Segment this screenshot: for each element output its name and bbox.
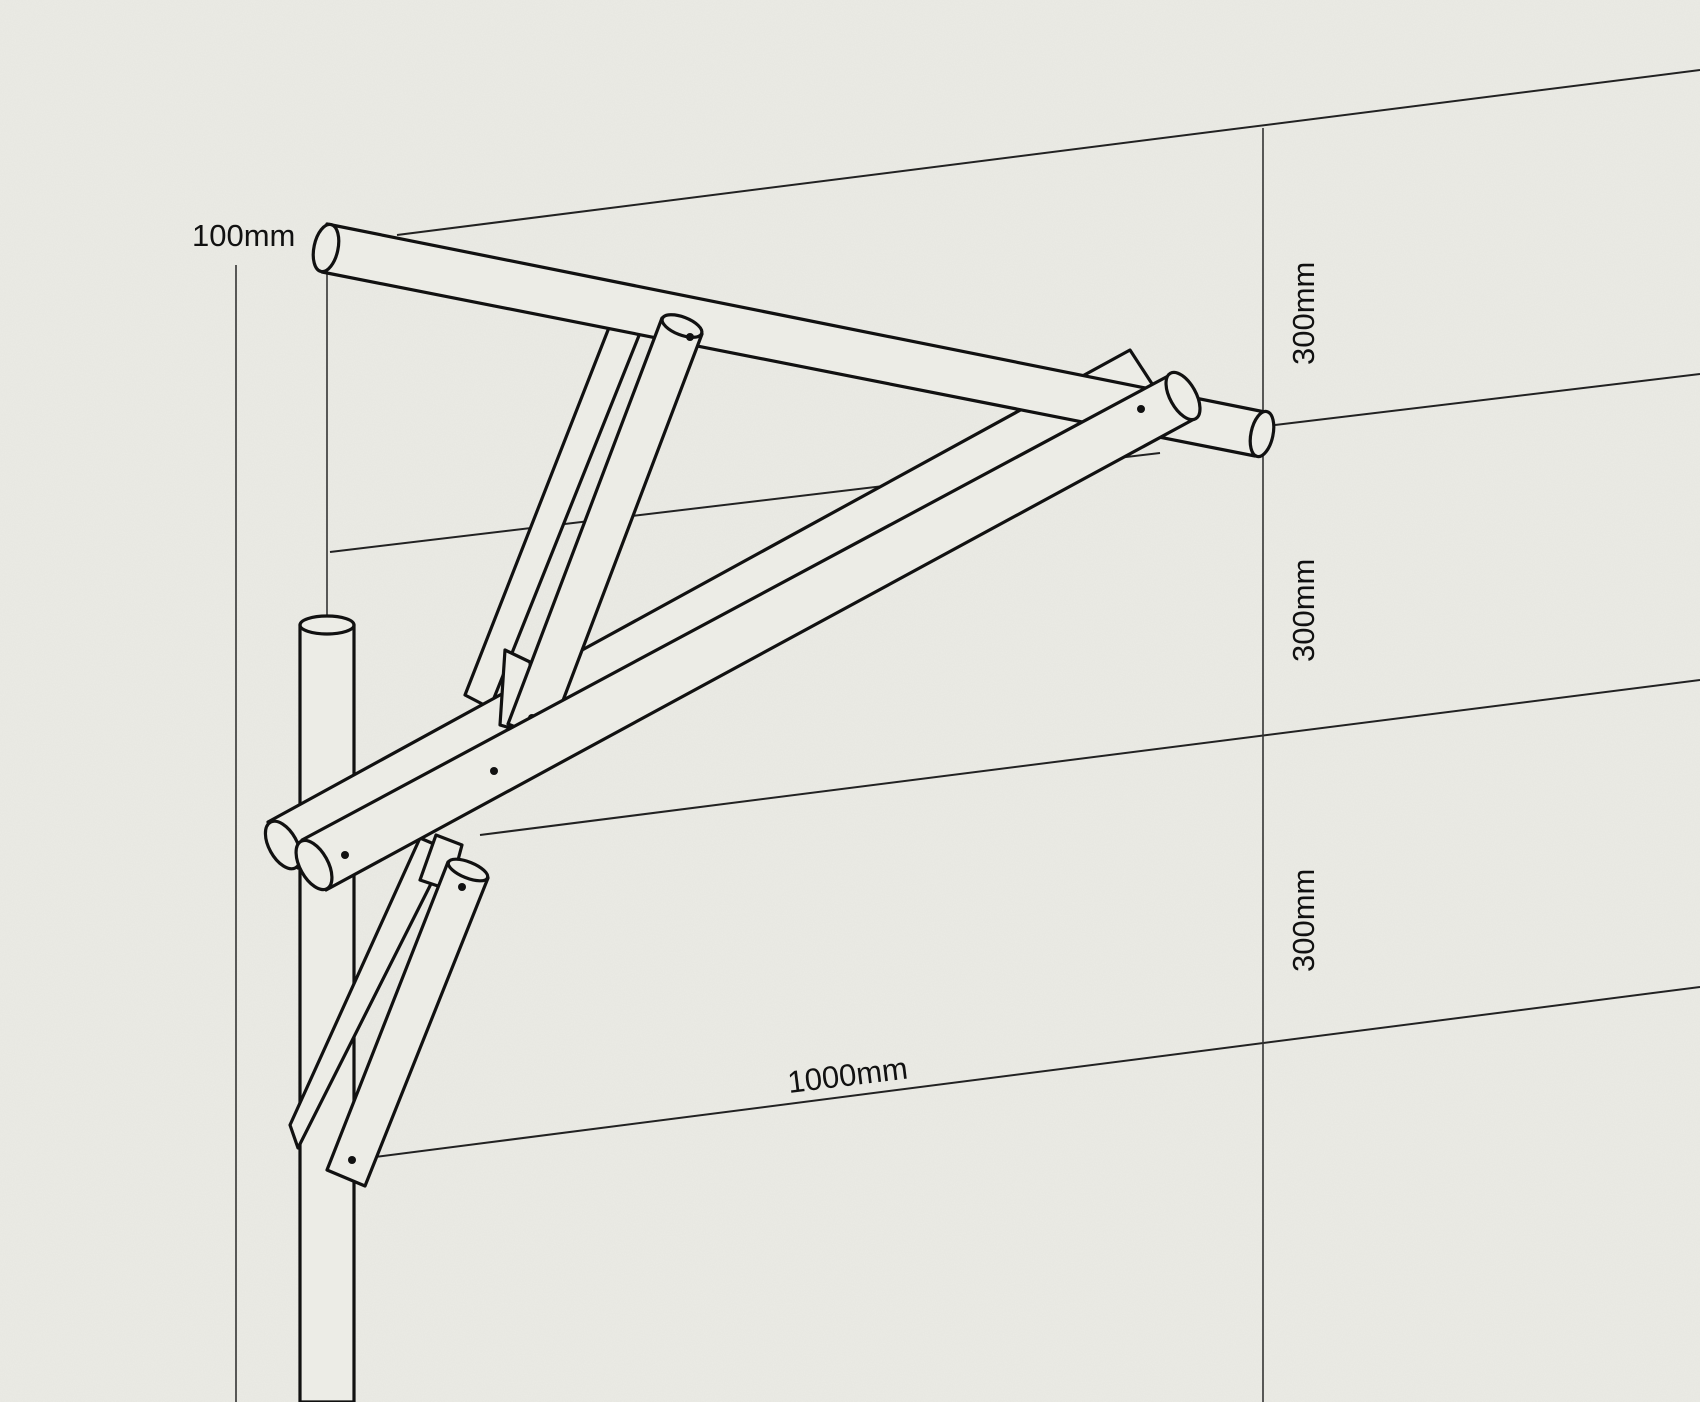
bolt-lower-brace-bottom (348, 1156, 356, 1164)
wire-line-3 (479, 679, 1700, 836)
lower-brace-front (325, 833, 490, 1188)
bolt-arm-near (341, 851, 349, 859)
label-spacing-middle: 300mm (1286, 559, 1321, 662)
upper-brace-top-end (660, 313, 704, 339)
label-spacing-bottom: 300mm (1286, 869, 1321, 972)
diagonal-arm-back-end (263, 819, 303, 871)
wire-line-2-right (1274, 373, 1700, 426)
diagonal-arm-front (294, 370, 1202, 892)
dimension-lines (235, 128, 1264, 1402)
bolt-lower-brace-top (458, 883, 466, 891)
top-arm-end-cap (311, 222, 341, 274)
diagonal-arm-front-near-end (294, 838, 334, 892)
top-arm-far-end (1248, 409, 1276, 459)
label-pipe-diameter: 100mm (192, 218, 295, 253)
top-arm (311, 222, 1276, 459)
wire-line-4 (374, 986, 1700, 1158)
lower-brace-top-end (446, 857, 490, 883)
bolt-arm-middle (490, 767, 498, 775)
post-top-cap (298, 614, 356, 636)
diagonal-arm-front-far-end (1164, 370, 1202, 422)
wire-line-top (396, 69, 1700, 236)
bolt-arm-far (1137, 405, 1145, 413)
bolt-upper-brace-top (686, 333, 694, 341)
label-spacing-top: 300mm (1286, 262, 1321, 365)
wire-lines (329, 69, 1700, 1158)
